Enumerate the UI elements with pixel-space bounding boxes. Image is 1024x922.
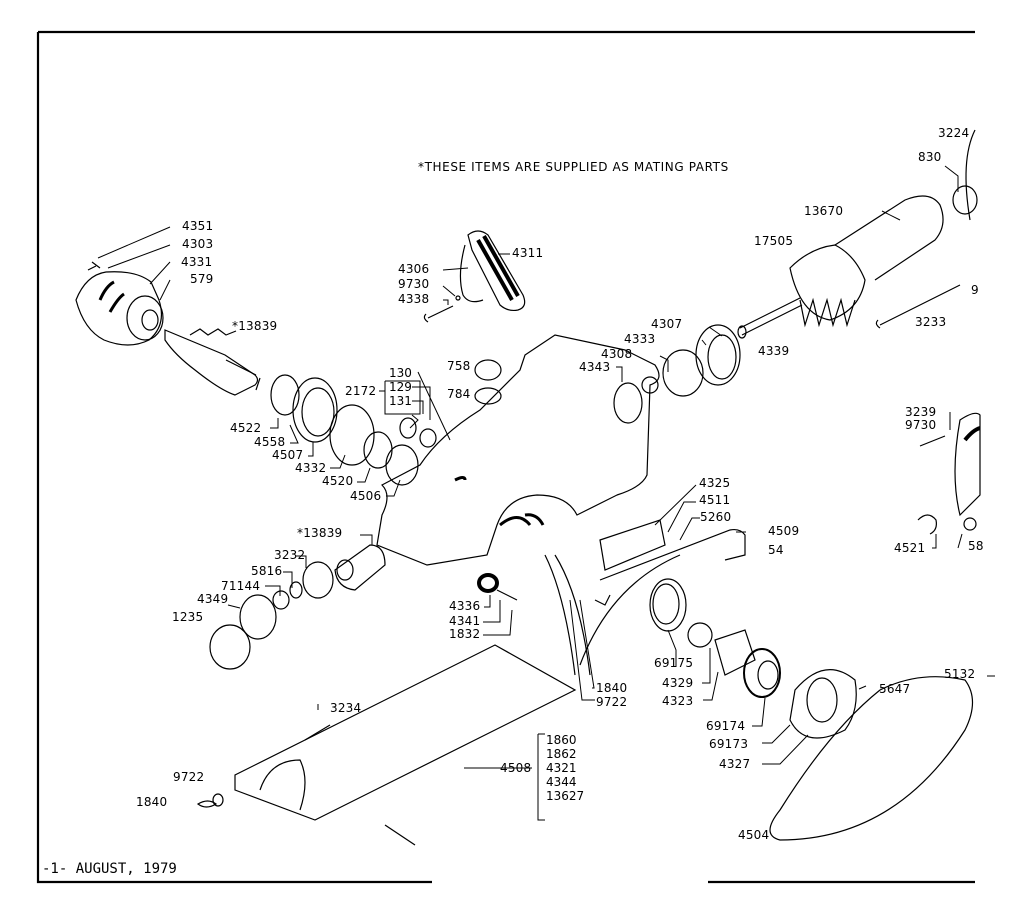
part-label-13670: 13670	[804, 204, 844, 218]
bearing-stack-drawing	[270, 359, 502, 486]
part-label-3224: 3224	[938, 126, 970, 140]
part-label-17505: 17505	[754, 234, 794, 248]
part-label-1235: 1235	[172, 610, 204, 624]
part-label-4339: 4339	[758, 344, 790, 358]
group-2172-item: 130	[389, 366, 412, 380]
group-2172-list: 130 129 131	[389, 366, 412, 408]
part-label-4508: 4508	[500, 761, 532, 775]
part-label-4521: 4521	[894, 541, 926, 555]
part-label-4327: 4327	[719, 757, 751, 771]
part-label-69174: 69174	[706, 719, 746, 733]
part-label-5132: 5132	[944, 667, 976, 681]
part-label-4336: 4336	[449, 599, 481, 613]
part-label-4522: 4522	[230, 421, 262, 435]
group-4508-item: 1860	[546, 733, 577, 747]
part-label-4332: 4332	[295, 461, 327, 475]
blade-guard-drawing	[769, 676, 974, 841]
leader-lines	[97, 165, 995, 821]
part-label-4323: 4323	[662, 694, 694, 708]
part-label-69173: 69173	[709, 737, 749, 751]
part-label-4351: 4351	[182, 219, 214, 233]
part-label-13839-top: *13839	[232, 319, 278, 333]
part-label-54: 54	[768, 543, 784, 557]
group-4508-item: 13627	[546, 789, 585, 803]
part-label-579: 579	[190, 272, 214, 286]
part-label-784: 784	[447, 387, 471, 401]
gear-housing-drawing	[75, 261, 261, 396]
part-label-4306: 4306	[398, 262, 430, 276]
base-plate-drawing	[196, 554, 611, 846]
group-2172-item: 129	[389, 380, 412, 394]
part-label-1840-mid: 1840	[596, 681, 628, 695]
main-housing-drawing	[376, 334, 660, 601]
part-label-9730-top: 9730	[398, 277, 430, 291]
part-label-4338: 4338	[398, 292, 430, 306]
mating-parts-note: *THESE ITEMS ARE SUPPLIED AS MATING PART…	[418, 160, 729, 174]
part-label-3232: 3232	[274, 548, 306, 562]
part-label-1840-bottom: 1840	[136, 795, 168, 809]
part-label-4509: 4509	[768, 524, 800, 538]
part-label-9730-right: 9730	[905, 418, 937, 432]
part-label-9: 9	[971, 283, 979, 297]
part-label-4520: 4520	[322, 474, 354, 488]
part-label-9722-bottom: 9722	[173, 770, 205, 784]
handle-drawing	[423, 230, 526, 323]
part-label-69175: 69175	[654, 656, 694, 670]
part-label-4511: 4511	[699, 493, 731, 507]
part-label-4506: 4506	[350, 489, 382, 503]
part-label-9722-mid: 9722	[596, 695, 628, 709]
part-label-4329: 4329	[662, 676, 694, 690]
part-label-3233: 3233	[915, 315, 947, 329]
part-label-4331: 4331	[181, 255, 213, 269]
part-label-13839-mid: *13839	[297, 526, 343, 540]
part-label-4308: 4308	[601, 347, 633, 361]
part-label-5260: 5260	[700, 510, 732, 524]
page-footer: -1- AUGUST, 1979	[42, 861, 177, 877]
part-label-4325: 4325	[699, 476, 731, 490]
part-label-5647: 5647	[879, 682, 911, 696]
part-label-4343: 4343	[579, 360, 611, 374]
part-label-4507: 4507	[272, 448, 304, 462]
part-label-4504: 4504	[738, 828, 770, 842]
part-label-4303: 4303	[182, 237, 214, 251]
part-label-4333: 4333	[624, 332, 656, 346]
part-label-4307: 4307	[651, 317, 683, 331]
part-label-4311: 4311	[512, 246, 544, 260]
part-label-758: 758	[447, 359, 471, 373]
part-label-3239: 3239	[905, 405, 937, 419]
group-4508-item: 4344	[546, 775, 577, 789]
part-label-830: 830	[918, 150, 942, 164]
spindle-stack-drawing	[209, 544, 386, 670]
group-4508-item: 4321	[546, 761, 577, 775]
part-label-2172: 2172	[345, 384, 377, 398]
page-frame	[36, 30, 975, 884]
group-4508-item: 1862	[546, 747, 577, 761]
part-label-58: 58	[968, 539, 984, 553]
part-label-3234: 3234	[330, 701, 362, 715]
motor-armature-drawing	[737, 129, 978, 339]
group-4508-list: 1860 1862 4321 4344 13627	[546, 733, 584, 803]
part-label-4341: 4341	[449, 614, 481, 628]
part-label-5816: 5816	[251, 564, 283, 578]
part-label-4349: 4349	[197, 592, 229, 606]
right-bearing-stack-drawing	[613, 324, 741, 424]
right-side-housing-drawing	[917, 412, 981, 535]
part-label-1832: 1832	[449, 627, 481, 641]
group-2172-item: 131	[389, 394, 412, 408]
part-label-4558: 4558	[254, 435, 286, 449]
part-label-71144: 71144	[221, 579, 261, 593]
